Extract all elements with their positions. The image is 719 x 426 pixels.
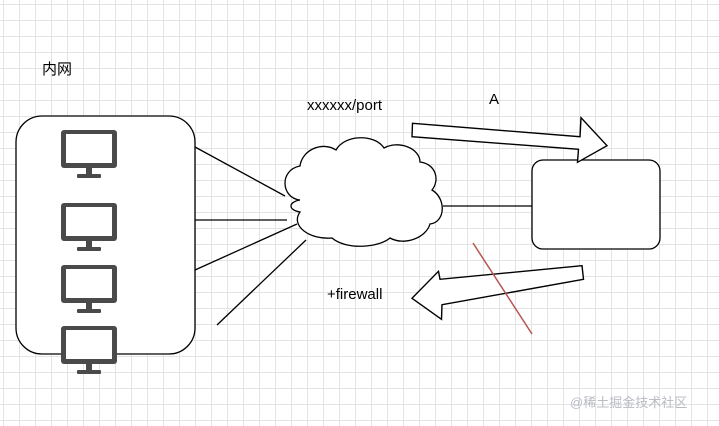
computer-monitor-icon: [61, 326, 117, 374]
address-port-label: xxxxxx/port: [307, 97, 383, 114]
server-box[interactable]: [531, 159, 661, 250]
return-arrow[interactable]: [410, 264, 585, 321]
firewall-label: +firewall: [327, 286, 383, 303]
connection-line: [194, 223, 298, 271]
arrow-a-label: A: [489, 91, 500, 108]
firewall-block-line: [472, 242, 533, 335]
network-cloud-icon[interactable]: [284, 137, 443, 247]
intranet-label: 内网: [42, 61, 73, 78]
connection-line: [194, 146, 286, 197]
connection-line: [216, 239, 307, 326]
outbound-arrow[interactable]: [411, 116, 609, 164]
watermark: @稀土掘金技术社区: [570, 395, 688, 410]
